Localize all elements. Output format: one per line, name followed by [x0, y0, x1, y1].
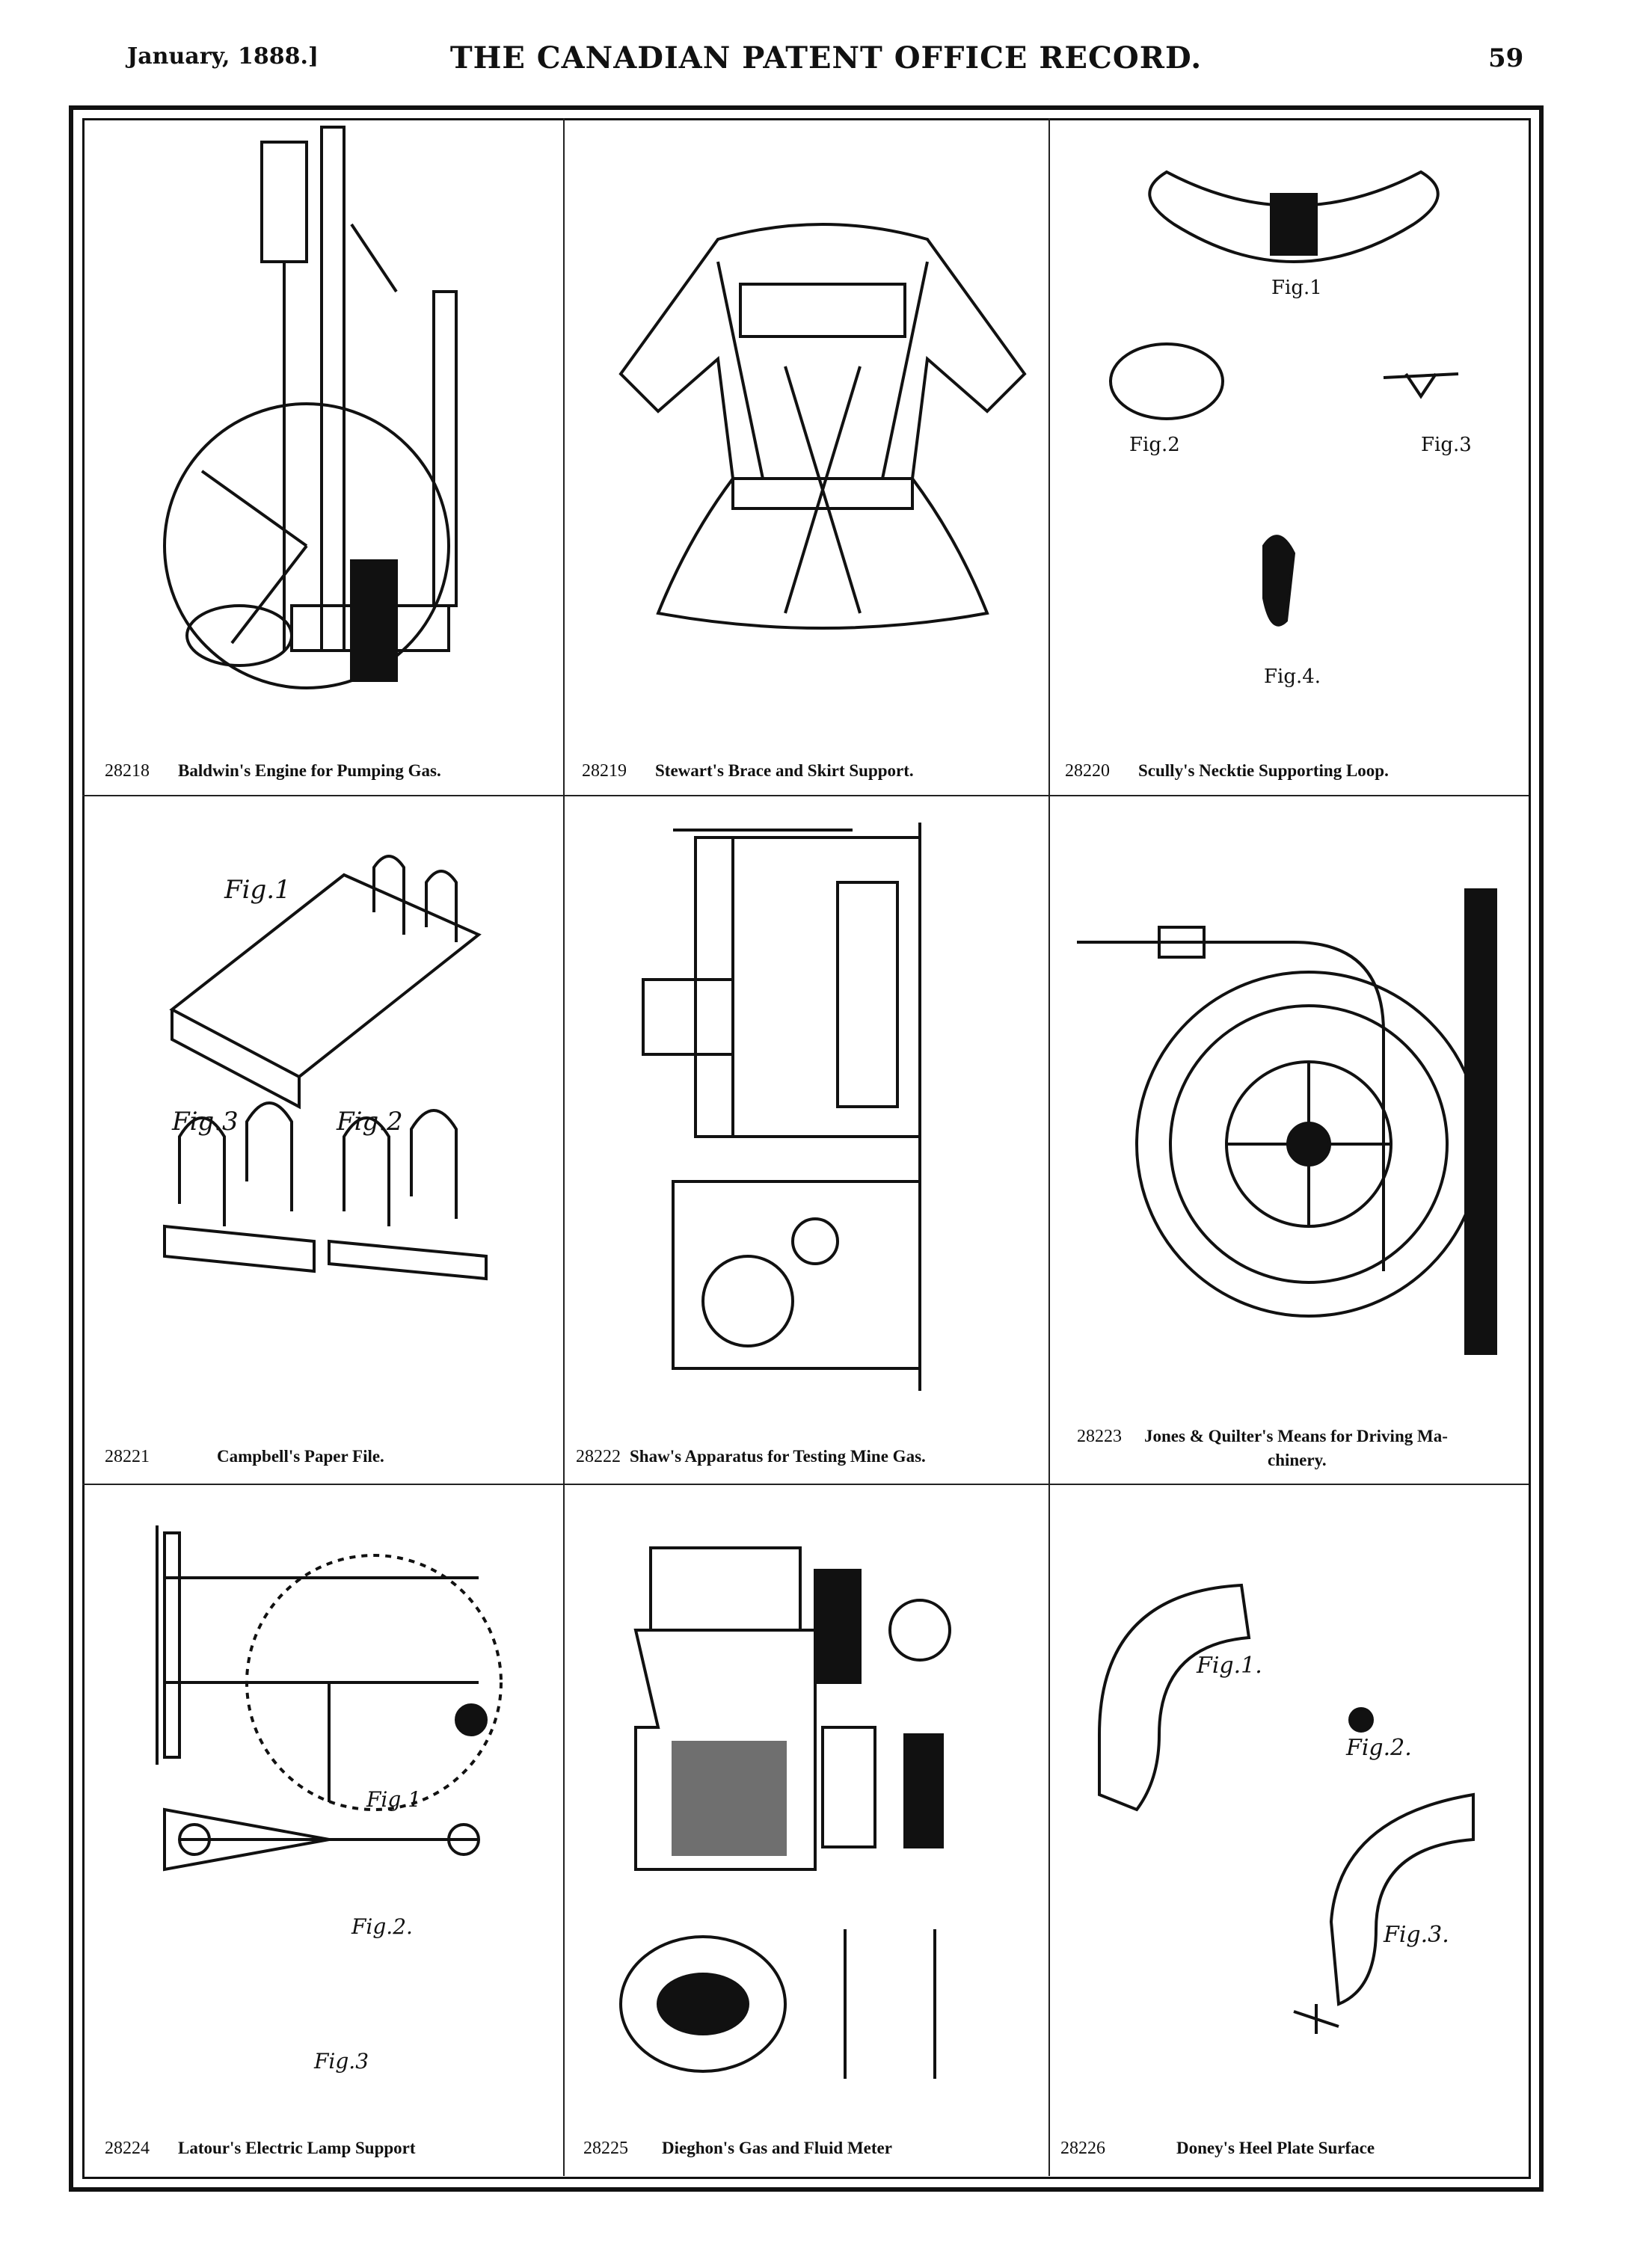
- outer-frame: [69, 105, 1544, 2192]
- column-divider: [1048, 118, 1050, 2176]
- fig-label: Fig.2.: [1346, 1735, 1412, 1761]
- fig-label: Fig.2: [1129, 434, 1180, 456]
- fig-label: Fig.3: [172, 1107, 239, 1137]
- fig-label: Fig.1: [366, 1787, 422, 1812]
- mine-gas-apparatus-drawing: [642, 823, 921, 1391]
- fig-label: Fig.3: [1421, 434, 1472, 456]
- engine-drawing: [163, 126, 458, 689]
- fig-label: Fig.2: [337, 1107, 403, 1137]
- fig-label: Fig.1: [224, 875, 291, 905]
- lamp-support-drawing: [156, 1525, 503, 1872]
- page-number: 59: [1488, 43, 1524, 73]
- column-divider: [563, 118, 565, 2176]
- page-title: THE CANADIAN PATENT OFFICE RECORD.: [449, 40, 1203, 76]
- gas-meter-drawing: [619, 1546, 951, 2079]
- fig-label: Fig.2.: [351, 1914, 413, 1939]
- fig-label: Fig.4.: [1264, 666, 1321, 688]
- header-date: January, 1888.]: [127, 43, 319, 70]
- fig-label: Fig.1: [1271, 277, 1322, 299]
- paper-file-drawing: [163, 855, 488, 1281]
- caption-28223-cont: chinery.: [1268, 1451, 1327, 1469]
- corset-brace-drawing: [618, 223, 1027, 630]
- fig-label: Fig.1.: [1197, 1653, 1262, 1679]
- fig-label: Fig.3.: [1384, 1922, 1449, 1948]
- driving-machinery-drawing: [1077, 888, 1497, 1355]
- necktie-loop-drawing: [1109, 170, 1459, 627]
- row-divider: [82, 1484, 1529, 1485]
- heel-plate-drawing: [1098, 1583, 1475, 2034]
- inner-frame: [82, 118, 1531, 2179]
- fig-label: Fig.3: [314, 2049, 369, 2074]
- row-divider: [82, 795, 1529, 796]
